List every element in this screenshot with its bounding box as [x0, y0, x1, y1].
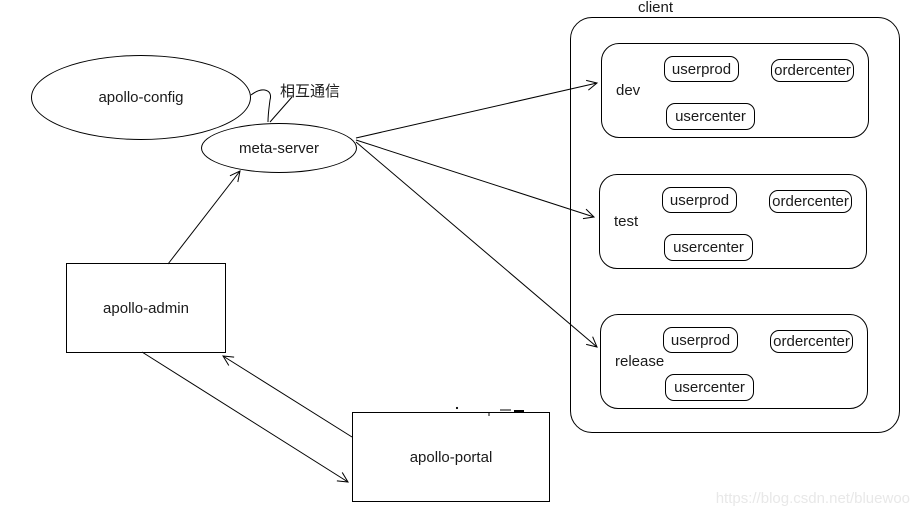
arrow-admin-to-portal	[141, 351, 349, 483]
service-box-usercenter: usercenter	[664, 234, 753, 261]
service-box-userprod: userprod	[664, 56, 739, 82]
link-config-to-meta	[250, 89, 272, 123]
service-box-userprod: userprod	[662, 187, 737, 213]
arrow-meta-to-dev	[355, 79, 599, 139]
env-label-dev: dev	[616, 82, 641, 99]
apollo-portal-node: apollo-portal	[352, 412, 550, 502]
apollo-portal-label: apollo-portal	[409, 448, 493, 466]
arrow-admin-to-meta	[167, 170, 241, 265]
env-label-test: test	[614, 213, 639, 230]
apollo-config-label: apollo-config	[98, 89, 184, 106]
apollo-config-node: apollo-config	[31, 55, 251, 140]
env-label-release: release	[615, 353, 665, 370]
client-title: client	[638, 0, 674, 16]
meta-server-label: meta-server	[238, 139, 320, 157]
arrow-meta-to-test	[355, 139, 596, 220]
arrow-portal-to-admin	[222, 355, 353, 438]
watermark-url: https://blog.csdn.net/bluewoo	[715, 490, 910, 507]
service-box-userprod: userprod	[663, 327, 738, 353]
env-box-dev: dev userprod ordercenter usercenter	[601, 43, 869, 138]
env-box-test: test userprod ordercenter usercenter	[599, 174, 867, 269]
service-box-usercenter: usercenter	[666, 103, 755, 130]
meta-server-node: meta-server	[201, 123, 357, 173]
service-box-ordercenter: ordercenter	[771, 59, 854, 82]
env-box-release: release userprod ordercenter usercenter	[600, 314, 868, 409]
apollo-admin-label: apollo-admin	[103, 299, 189, 317]
service-box-ordercenter: ordercenter	[769, 190, 852, 213]
client-container: dev userprod ordercenter usercenter test…	[570, 17, 900, 433]
service-box-ordercenter: ordercenter	[770, 330, 853, 353]
service-box-usercenter: usercenter	[665, 374, 754, 401]
mutual-communication-label: 相互通信	[280, 83, 341, 100]
arrow-meta-to-release	[355, 141, 598, 348]
apollo-admin-node: apollo-admin	[66, 263, 226, 353]
